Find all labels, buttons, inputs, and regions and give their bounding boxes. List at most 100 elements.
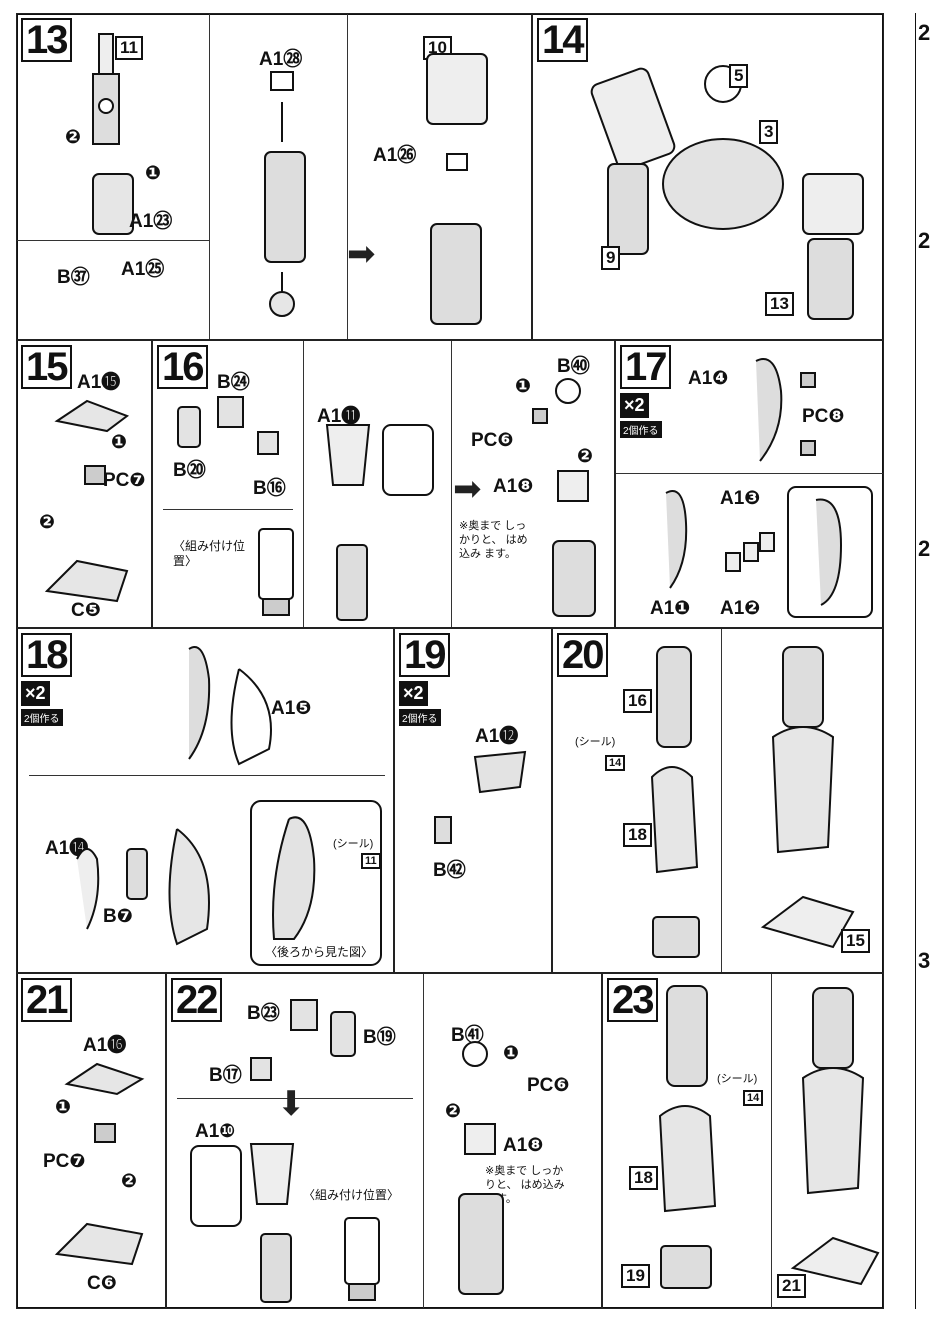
full-leg-illustration	[790, 987, 880, 1286]
seal-number: 14	[743, 1090, 764, 1106]
step-number: 14	[537, 18, 588, 62]
assembly-position-label: 〈組み付け位置〉	[303, 1188, 400, 1202]
step-number: 23	[607, 978, 658, 1022]
make-two-note: 2個作る	[399, 709, 441, 726]
step-number: 22	[171, 978, 222, 1022]
part-label: A1❹	[688, 368, 729, 389]
part-label: A1㉖	[373, 145, 417, 166]
knee-assembly-illustration	[532, 378, 596, 617]
foot-part-illustration	[54, 1062, 145, 1266]
part-label: A1❷	[720, 598, 761, 619]
frame-part-illustration	[755, 358, 816, 462]
knee-assembly-illustration	[458, 1041, 504, 1295]
marker-1: ❶	[515, 376, 532, 397]
part-label: A1⓫	[317, 406, 361, 427]
marker-2: ❷	[445, 1101, 462, 1122]
part-label: B⑲	[363, 1027, 396, 1048]
assembly-ref: 18	[629, 1166, 658, 1190]
step-18-panel: 18 ×2 2個作る A1❺ A1⓮ B❼ (シール) 11 〈後ろから見た図〉	[16, 628, 394, 973]
adjacent-page-edge	[915, 13, 933, 1309]
part-label: C❺	[71, 600, 101, 621]
part-label: A1㉘	[259, 49, 303, 70]
assembly-ref: 19	[621, 1264, 650, 1288]
next-arrow-icon: ➡	[347, 235, 376, 273]
step-number: 21	[21, 978, 72, 1022]
part-label: A1❸	[720, 488, 761, 509]
shin-assembly-illustration	[76, 828, 210, 946]
step-number: 15	[21, 345, 72, 389]
step-23-panel: 23 (シール) 14 18 19 21	[602, 973, 884, 1309]
leg-part-illustration	[92, 33, 134, 235]
divider	[423, 974, 424, 1308]
step-number: 16	[157, 345, 208, 389]
back-view-illustration	[250, 800, 382, 966]
torso-assembly-illustration	[590, 65, 864, 320]
seal-label: (シール)	[575, 736, 616, 748]
adjacent-step-number: 2	[918, 228, 931, 253]
divider	[17, 240, 209, 241]
leg-part-illustration	[190, 1143, 295, 1303]
times-two-badge: ×2	[399, 681, 428, 706]
step-14-panel: 14 5 3 9 13	[532, 13, 884, 340]
part-label: B⑳	[173, 460, 206, 481]
divider	[771, 974, 772, 1308]
part-label: B⑯	[253, 478, 286, 499]
leg-part-illustration	[325, 424, 434, 621]
hip-part-illustration	[250, 999, 356, 1081]
part-label: A1❺	[271, 698, 312, 719]
marker-2: ❷	[65, 127, 82, 148]
seal-number: 14	[605, 755, 626, 771]
part-label: B㉓	[247, 1003, 280, 1024]
assembly-ref: 18	[623, 823, 652, 847]
part-label: PC❼	[103, 470, 146, 491]
times-two-badge: ×2	[620, 393, 649, 418]
step-16-panel: 16 B㉔ B⑳ B⑯ 〈組み付け位置〉 A1⓫ ➡ B㊵ ❶ PC❻ ❷ A1…	[152, 340, 615, 628]
step-20-panel: 20 16 (シール) 14 18 15	[552, 628, 884, 973]
seal-label: (シール)	[333, 838, 374, 850]
step-19-panel: 19 ×2 2個作る A1⓬ B㊷	[394, 628, 552, 973]
part-label: B㊵	[557, 356, 590, 377]
part-label: PC❼	[43, 1151, 86, 1172]
make-two-note: 2個作る	[21, 709, 63, 726]
adjacent-step-number: 3	[918, 948, 931, 973]
assembly-ref: 11	[115, 36, 143, 60]
times-two-badge: ×2	[21, 681, 50, 706]
step-number: 17	[620, 345, 671, 389]
full-leg-illustration	[760, 646, 855, 949]
divider	[347, 14, 348, 339]
marker-2: ❷	[121, 1171, 138, 1192]
marker-1: ❶	[503, 1043, 520, 1064]
leg-assembly-illustration	[426, 53, 488, 325]
part-label: A1❿	[195, 1121, 236, 1142]
part-label: C❻	[87, 1273, 117, 1294]
assembly-ref: 5	[729, 64, 749, 88]
assembly-position-label: 〈組み付け位置〉	[173, 539, 246, 568]
marker-2: ❷	[39, 512, 56, 533]
assembly-ref: 16	[623, 689, 652, 713]
leg-assembly-illustration	[658, 985, 717, 1289]
part-label: A1⓰	[83, 1035, 127, 1056]
step-17-panel: 17 ×2 2個作る A1❹ PC❽ A1❸ A1❶ A1❷	[615, 340, 884, 628]
step-number: 19	[399, 633, 450, 677]
part-label: B❼	[103, 906, 133, 927]
assembly-ref: 15	[841, 929, 870, 953]
part-label: A1❽	[493, 476, 534, 497]
assembly-ref: 13	[765, 292, 794, 316]
step-13-panel: 13 11 ❷ ❶ A1㉓ B㊲ A1㉕ A1㉘ ➡ 10 A1㉖	[16, 13, 532, 340]
back-view-caption: 〈後ろから見た図〉	[265, 945, 374, 959]
part-label: B㊶	[451, 1025, 484, 1046]
step-22-panel: 22 B㉓ B⑲ B⑰ ⬇ A1❿ 〈組み付け位置〉 B㊶ ❶ PC❻ ❷ A1…	[166, 973, 602, 1309]
part-label: B㊲	[57, 267, 90, 288]
seal-label: (シール)	[717, 1073, 758, 1085]
part-label: A1⓬	[475, 726, 519, 747]
part-label: A1㉓	[129, 211, 173, 232]
leg-position-illustration	[344, 1217, 380, 1301]
shin-part-illustration	[188, 646, 272, 766]
divider	[451, 341, 452, 627]
next-arrow-icon: ➡	[453, 470, 482, 508]
step-21-panel: 21 A1⓰ ❶ PC❼ ❷ C❻	[16, 973, 166, 1309]
step-15-panel: 15 A1⓯ ❶ PC❼ ❷ C❺	[16, 340, 152, 628]
part-label: A1❽	[503, 1135, 544, 1156]
divider	[163, 509, 293, 510]
adjacent-step-number: 2	[918, 536, 931, 561]
